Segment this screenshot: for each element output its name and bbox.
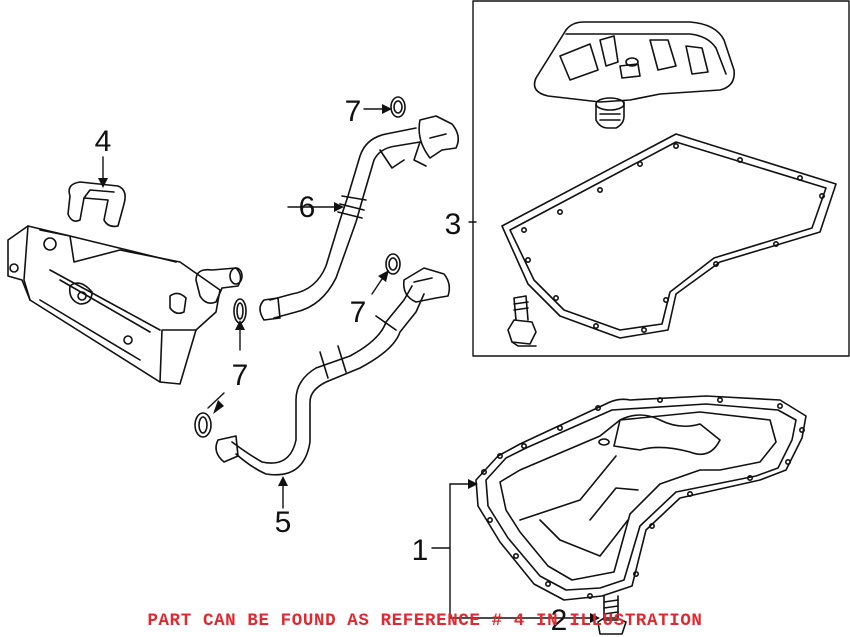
seal-ring-7-lower xyxy=(194,412,212,438)
cooler-line-upper xyxy=(259,115,460,321)
callout-3: 3 xyxy=(445,208,462,241)
seal-ring-7-upper xyxy=(390,96,406,118)
callout-2: 2 xyxy=(551,604,568,637)
drain-bolt xyxy=(597,595,627,635)
callout-6: 6 xyxy=(299,191,316,224)
oil-cooler-part xyxy=(7,181,243,385)
inset-frame xyxy=(472,0,850,357)
filter-part xyxy=(533,21,736,129)
gasket-part xyxy=(501,133,837,339)
filter-bolt xyxy=(507,295,537,347)
callout-4: 4 xyxy=(95,125,112,158)
oil-pan-part xyxy=(475,395,807,601)
cooler-line-lower xyxy=(215,267,451,476)
callout-5: 5 xyxy=(275,506,292,539)
callout-7-upper: 7 xyxy=(345,95,362,128)
callout-7-cooler: 7 xyxy=(232,359,249,392)
reference-notice: PART CAN BE FOUND AS REFERENCE # 4 IN IL… xyxy=(147,611,703,631)
callout-7-mid: 7 xyxy=(350,296,367,329)
callout-1: 1 xyxy=(412,534,429,567)
seal-ring-7-mid xyxy=(385,253,401,275)
